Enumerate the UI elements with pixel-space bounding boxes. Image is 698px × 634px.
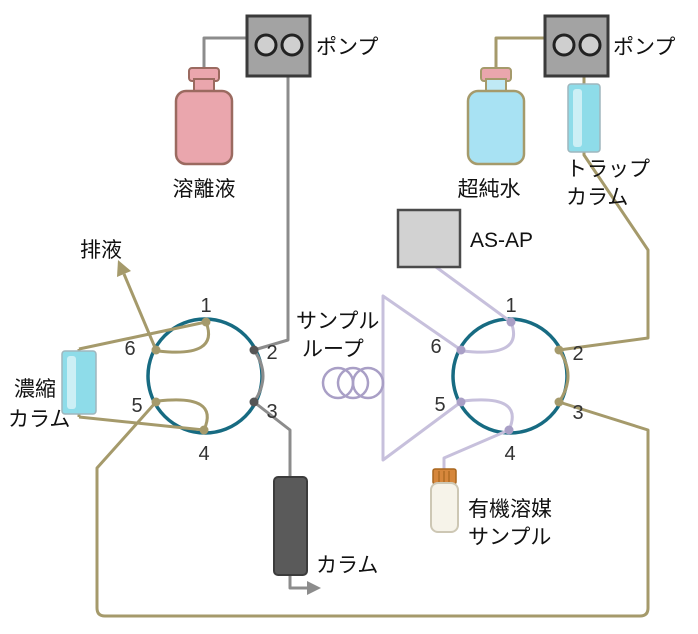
sample-loop-coil-icon (321, 366, 385, 400)
eluent-pump-to-valve-tube (253, 76, 290, 352)
sample-vial (430, 468, 459, 533)
right-valve-port-dot-5 (456, 397, 466, 407)
right-pump-head-icon (552, 33, 576, 57)
trap-column-highlight (573, 89, 582, 147)
right-valve-arc-1-6 (461, 320, 516, 354)
sample-vial-bodyshape (430, 482, 459, 533)
autosampler-box (396, 208, 462, 269)
drain-label: 排液 (80, 239, 122, 262)
trap-column (567, 83, 601, 153)
right-pump-head-icon (578, 33, 602, 57)
left-valve-port-label-1: 1 (200, 295, 211, 317)
right-valve-port-label-5: 5 (434, 394, 445, 416)
separation-column (273, 476, 308, 576)
organic-sample-label-line2: サンプル (468, 526, 551, 549)
water-bottle-bodyshape (466, 89, 526, 166)
concentrator-column (61, 350, 97, 415)
concentrator-column-highlight (67, 356, 76, 409)
left-valve-port-dot-3 (249, 397, 259, 407)
right-valve-port-label-2: 2 (572, 343, 583, 365)
left-valve-port-dot-5 (151, 397, 161, 407)
sample-loop-tube (381, 294, 462, 462)
eluent-label: 溶離液 (173, 178, 236, 201)
vial-tube (442, 428, 510, 472)
valve-to-conc-column-tube (78, 415, 205, 432)
right-valve-port-dot-3 (554, 397, 564, 407)
left-pump-head-icon (280, 33, 304, 57)
trap-column-label-line1: トラップ (566, 158, 650, 181)
sample-loop-label-line2: ループ (302, 338, 364, 361)
drain-arrow-icon (117, 260, 131, 277)
column-outlet-arrow-icon (307, 581, 321, 595)
left-pump-label: ポンプ (316, 36, 378, 59)
left-pump-head-icon (254, 33, 278, 57)
right-valve-arc-2-3 (557, 348, 570, 404)
transfer-tube (95, 400, 650, 618)
concentrator-column-label-line1: 濃縮 (14, 378, 56, 401)
left-valve-port-label-2: 2 (266, 342, 277, 364)
right-valve-port-label-6: 6 (430, 336, 441, 358)
concentrator-column-label-line2: カラム (8, 408, 70, 431)
right-valve-port-dot-1 (506, 317, 516, 327)
sample-vial-cap-ridges (438, 471, 450, 482)
water-inlet-tube (494, 36, 545, 70)
left-valve-arc-2-3 (252, 348, 265, 404)
eluent-bottle-bodyshape (174, 89, 234, 166)
right-valve-port-dot-6 (456, 345, 466, 355)
right-valve-body (451, 317, 569, 435)
water-label: 超純水 (458, 178, 521, 201)
right-valve-port-label-1: 1 (505, 295, 516, 317)
left-pump (245, 14, 312, 78)
left-valve-arc-4-5 (156, 398, 209, 432)
right-valve-arc-4-5 (461, 398, 514, 432)
right-pump-label: ポンプ (613, 36, 675, 59)
eluent-bottle (174, 67, 234, 166)
right-valve-port-label-4: 4 (504, 443, 515, 465)
eluent-inlet-tube (202, 36, 247, 70)
left-valve-port-dot-6 (151, 345, 161, 355)
right-valve-port-dot-2 (554, 345, 564, 355)
drain-tube (122, 273, 158, 351)
left-valve-arc-1-6 (156, 320, 211, 354)
water-bottle (466, 67, 526, 166)
left-valve-port-label-6: 6 (124, 338, 135, 360)
conc-column-to-valve-tube (78, 320, 207, 351)
trap-column-bodyshape (567, 83, 601, 153)
autosampler-tube (435, 265, 512, 324)
separation-column-label: カラム (316, 554, 378, 577)
autosampler-label: AS-AP (470, 229, 533, 252)
trap-column-label-line2: カラム (566, 186, 628, 209)
left-valve-port-dot-1 (201, 317, 211, 327)
left-valve-port-label-4: 4 (198, 443, 209, 465)
left-valve-port-label-3: 3 (266, 401, 277, 423)
valve-to-column-tube (253, 400, 292, 477)
column-outlet-tube (288, 575, 310, 590)
left-valve-body (146, 317, 264, 435)
left-valve-port-dot-4 (199, 425, 209, 435)
left-valve-port-label-5: 5 (131, 395, 142, 417)
sample-loop-label-line1: サンプル (296, 310, 379, 333)
right-pump (543, 14, 610, 78)
right-valve-port-dot-4 (504, 425, 514, 435)
right-valve-port-label-3: 3 (572, 402, 583, 424)
left-valve-port-dot-2 (249, 345, 259, 355)
organic-sample-label-line1: 有機溶媒 (468, 498, 552, 521)
